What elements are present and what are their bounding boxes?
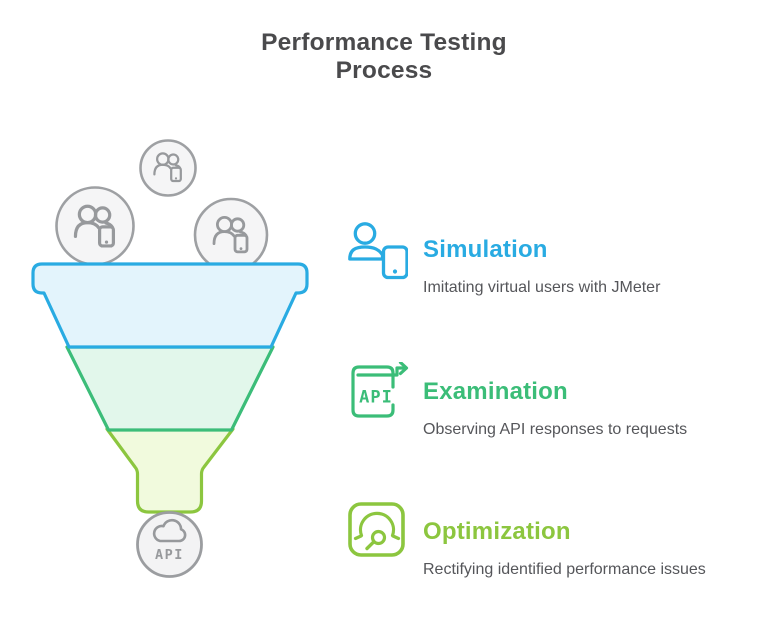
gauge-icon <box>348 502 412 563</box>
step-simulation-description: Imitating virtual users with JMeter <box>423 279 661 296</box>
api-document-export-icon: API <box>348 360 412 427</box>
funnel-segment-examination <box>65 345 275 432</box>
page-title-line2: Process <box>335 56 433 84</box>
api-output-circle <box>136 511 203 578</box>
page-title: Performance Testing Process <box>0 29 768 84</box>
user-circle-top <box>139 139 197 197</box>
cloud-icon <box>152 518 187 543</box>
step-optimization-description: Rectifying identified performance issues <box>423 561 706 578</box>
step-optimization-text: Optimization Rectifying identified perfo… <box>423 517 706 579</box>
funnel-segment-optimization <box>105 427 235 514</box>
step-simulation-text: Simulation Imitating virtual users with … <box>423 235 660 297</box>
funnel-diagram: API <box>31 139 309 578</box>
step-optimization-heading: Optimization <box>423 518 571 545</box>
users-with-device-icon <box>73 152 249 254</box>
user-circle-right <box>193 197 269 273</box>
step-examination: API Examination Observing API responses … <box>348 360 687 439</box>
step-optimization: Optimization Rectifying identified perfo… <box>348 502 706 579</box>
funnel-segment-simulation <box>31 262 309 349</box>
api-document-label: API <box>359 388 393 408</box>
step-examination-text: Examination Observing API responses to r… <box>423 377 687 439</box>
api-output-label: API <box>155 547 184 563</box>
user-with-tablet-icon <box>348 220 412 285</box>
step-simulation: Simulation Imitating virtual users with … <box>348 220 660 297</box>
step-examination-heading: Examination <box>423 378 568 405</box>
page-title-line1: Performance Testing <box>261 29 507 56</box>
step-simulation-heading: Simulation <box>423 236 548 263</box>
step-examination-description: Observing API responses to requests <box>423 421 688 438</box>
